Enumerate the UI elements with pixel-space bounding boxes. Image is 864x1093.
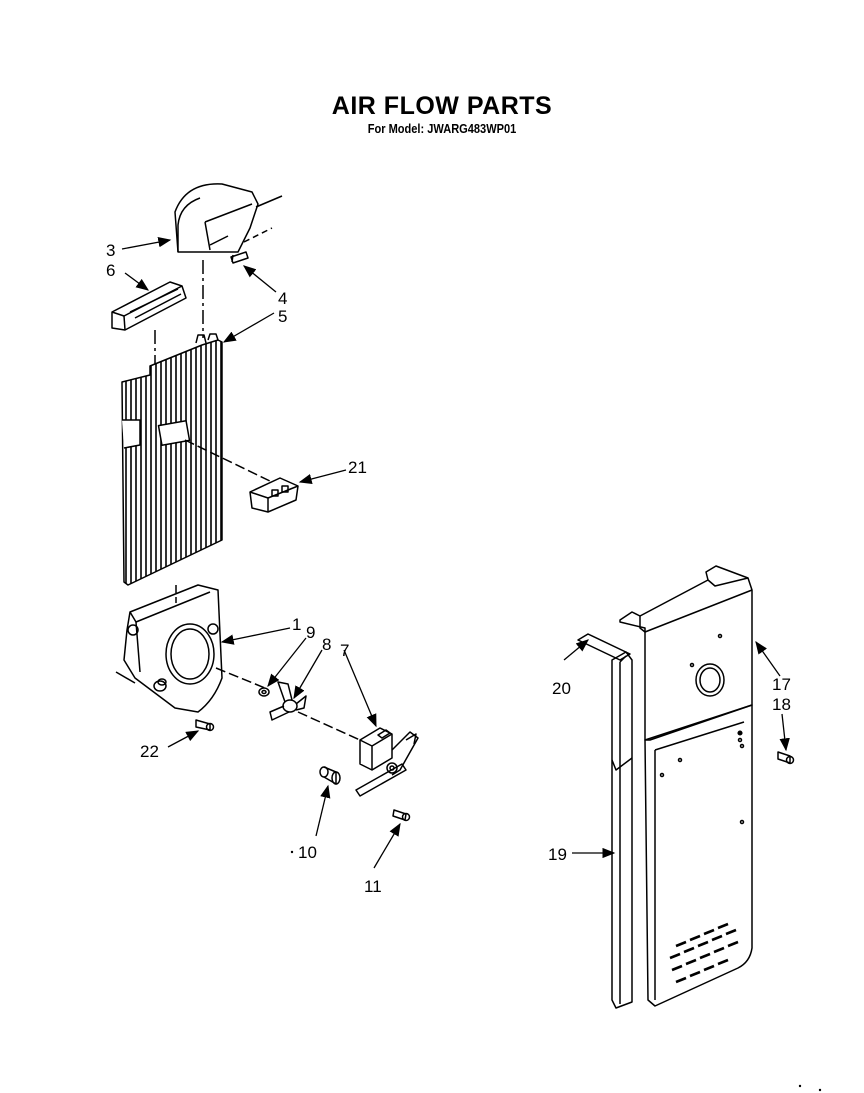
leader-lines <box>121 237 790 869</box>
fan-motor-part <box>355 727 419 797</box>
callout-11: 11 <box>364 877 382 896</box>
callout-18: 18 <box>772 695 791 714</box>
callout-10: 10 <box>298 843 317 862</box>
fan-blade-part <box>269 681 307 721</box>
callout-3: 3 <box>106 241 115 260</box>
model-subtitle: For Model: JWARG483WP01 <box>367 121 517 136</box>
callout-9: 9 <box>306 623 315 642</box>
rear-panel-part <box>619 565 753 1007</box>
callout-4: 4 <box>278 289 287 308</box>
retainer-part-9 <box>258 687 270 697</box>
callout-20: 20 <box>552 679 571 698</box>
callout-17: 17 <box>772 675 791 694</box>
callout-22: 22 <box>140 742 159 761</box>
callout-5: 5 <box>278 307 287 326</box>
strip-part-20 <box>577 633 631 661</box>
grommet-part <box>319 766 341 785</box>
channel-part-19 <box>611 651 633 1009</box>
screw-part-4 <box>230 251 249 264</box>
grille-part <box>111 281 187 331</box>
callout-8: 8 <box>322 635 331 654</box>
callout-19: 19 <box>548 845 567 864</box>
callout-21: 21 <box>348 458 367 477</box>
page-title: AIR FLOW PARTS <box>331 92 553 120</box>
callout-7: 7 <box>340 641 349 660</box>
screw-part-22 <box>195 719 215 732</box>
callout-6: 6 <box>106 261 115 280</box>
evaporator-cover-part <box>121 333 223 586</box>
callout-1: 1 <box>292 615 301 634</box>
screw-part-11 <box>392 809 411 822</box>
fan-shroud-part <box>115 584 223 713</box>
vent-slots <box>669 922 739 984</box>
screw-part-18 <box>777 751 795 765</box>
air-duct-part <box>174 183 283 253</box>
clip-part-21 <box>249 477 299 513</box>
